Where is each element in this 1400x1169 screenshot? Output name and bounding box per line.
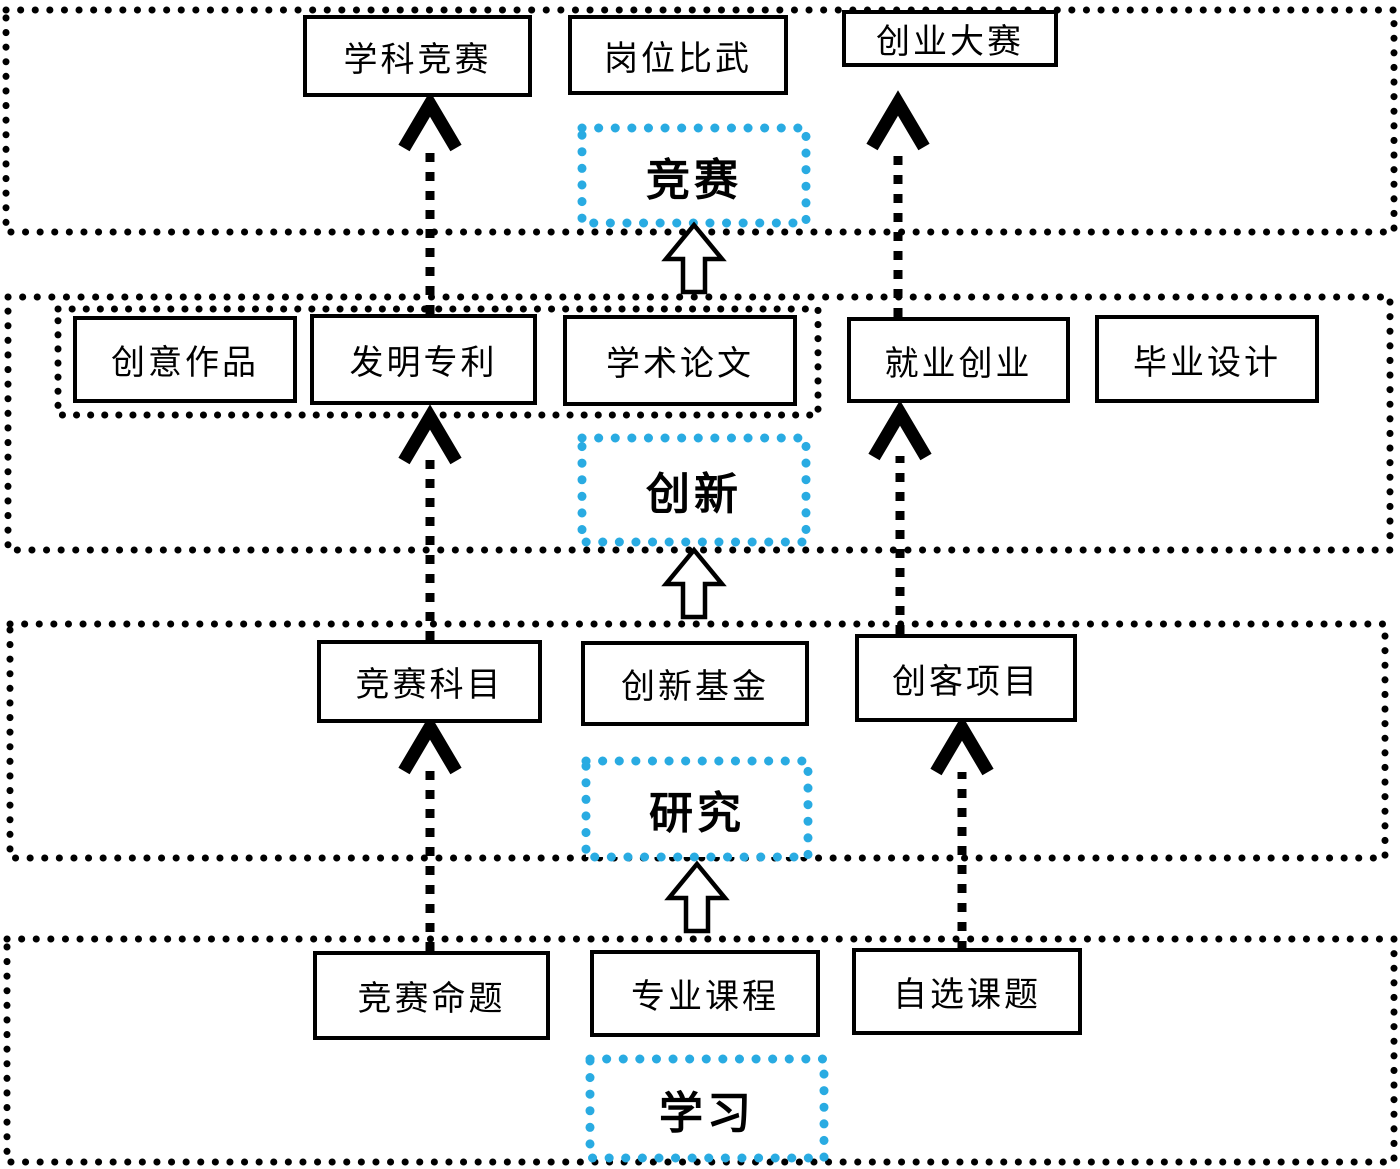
innovation-group-border	[54, 305, 822, 419]
arrowhead-maker-to-employment	[868, 400, 932, 461]
stage-label-competition: 竞赛	[646, 155, 742, 205]
node-graduation-design: 毕业设计	[1095, 315, 1319, 403]
node-self-selected-topic: 自选课题	[852, 948, 1082, 1035]
hollow-arrow-learning-to-research	[664, 860, 730, 934]
node-academic-paper: 学术论文	[563, 315, 797, 406]
stage-box-learning	[585, 1054, 829, 1163]
arrowhead-patent-to-discipline	[398, 91, 462, 152]
node-innovation-fund: 创新基金	[581, 641, 809, 726]
node-employment-entrepreneurship: 就业创业	[847, 317, 1070, 403]
node-competition-subject: 竞赛科目	[317, 640, 542, 723]
node-competition-proposition: 竞赛命题	[313, 951, 550, 1040]
node-discipline-competition: 学科竞赛	[303, 15, 532, 97]
node-professional-course: 专业课程	[590, 950, 820, 1037]
stage-label-innovation: 创新	[646, 470, 742, 519]
stage-box-research	[581, 756, 813, 862]
arrowhead-topic-to-maker	[930, 715, 994, 776]
stage-label-research: 研究	[649, 789, 745, 838]
stage-box-innovation	[577, 433, 811, 547]
tier-border-research	[6, 620, 1389, 862]
node-maker-project: 创客项目	[855, 634, 1077, 722]
node-post-skill-contest: 岗位比武	[568, 15, 788, 95]
arrowhead-employment-to-entrepreneurship	[866, 90, 930, 151]
stage-label-learning: 学习	[659, 1088, 755, 1138]
arrowhead-subject-to-patent	[398, 404, 462, 465]
tier-border-learning	[3, 935, 1398, 1166]
node-creative-works: 创意作品	[73, 316, 297, 403]
node-entrepreneurship-competition: 创业大赛	[842, 10, 1058, 67]
hollow-arrow-research-to-innovation	[661, 546, 727, 620]
node-invention-patent: 发明专利	[310, 314, 537, 405]
hollow-arrow-innovation-to-competition	[661, 221, 727, 295]
arrowhead-proposition-to-subject	[398, 714, 462, 775]
